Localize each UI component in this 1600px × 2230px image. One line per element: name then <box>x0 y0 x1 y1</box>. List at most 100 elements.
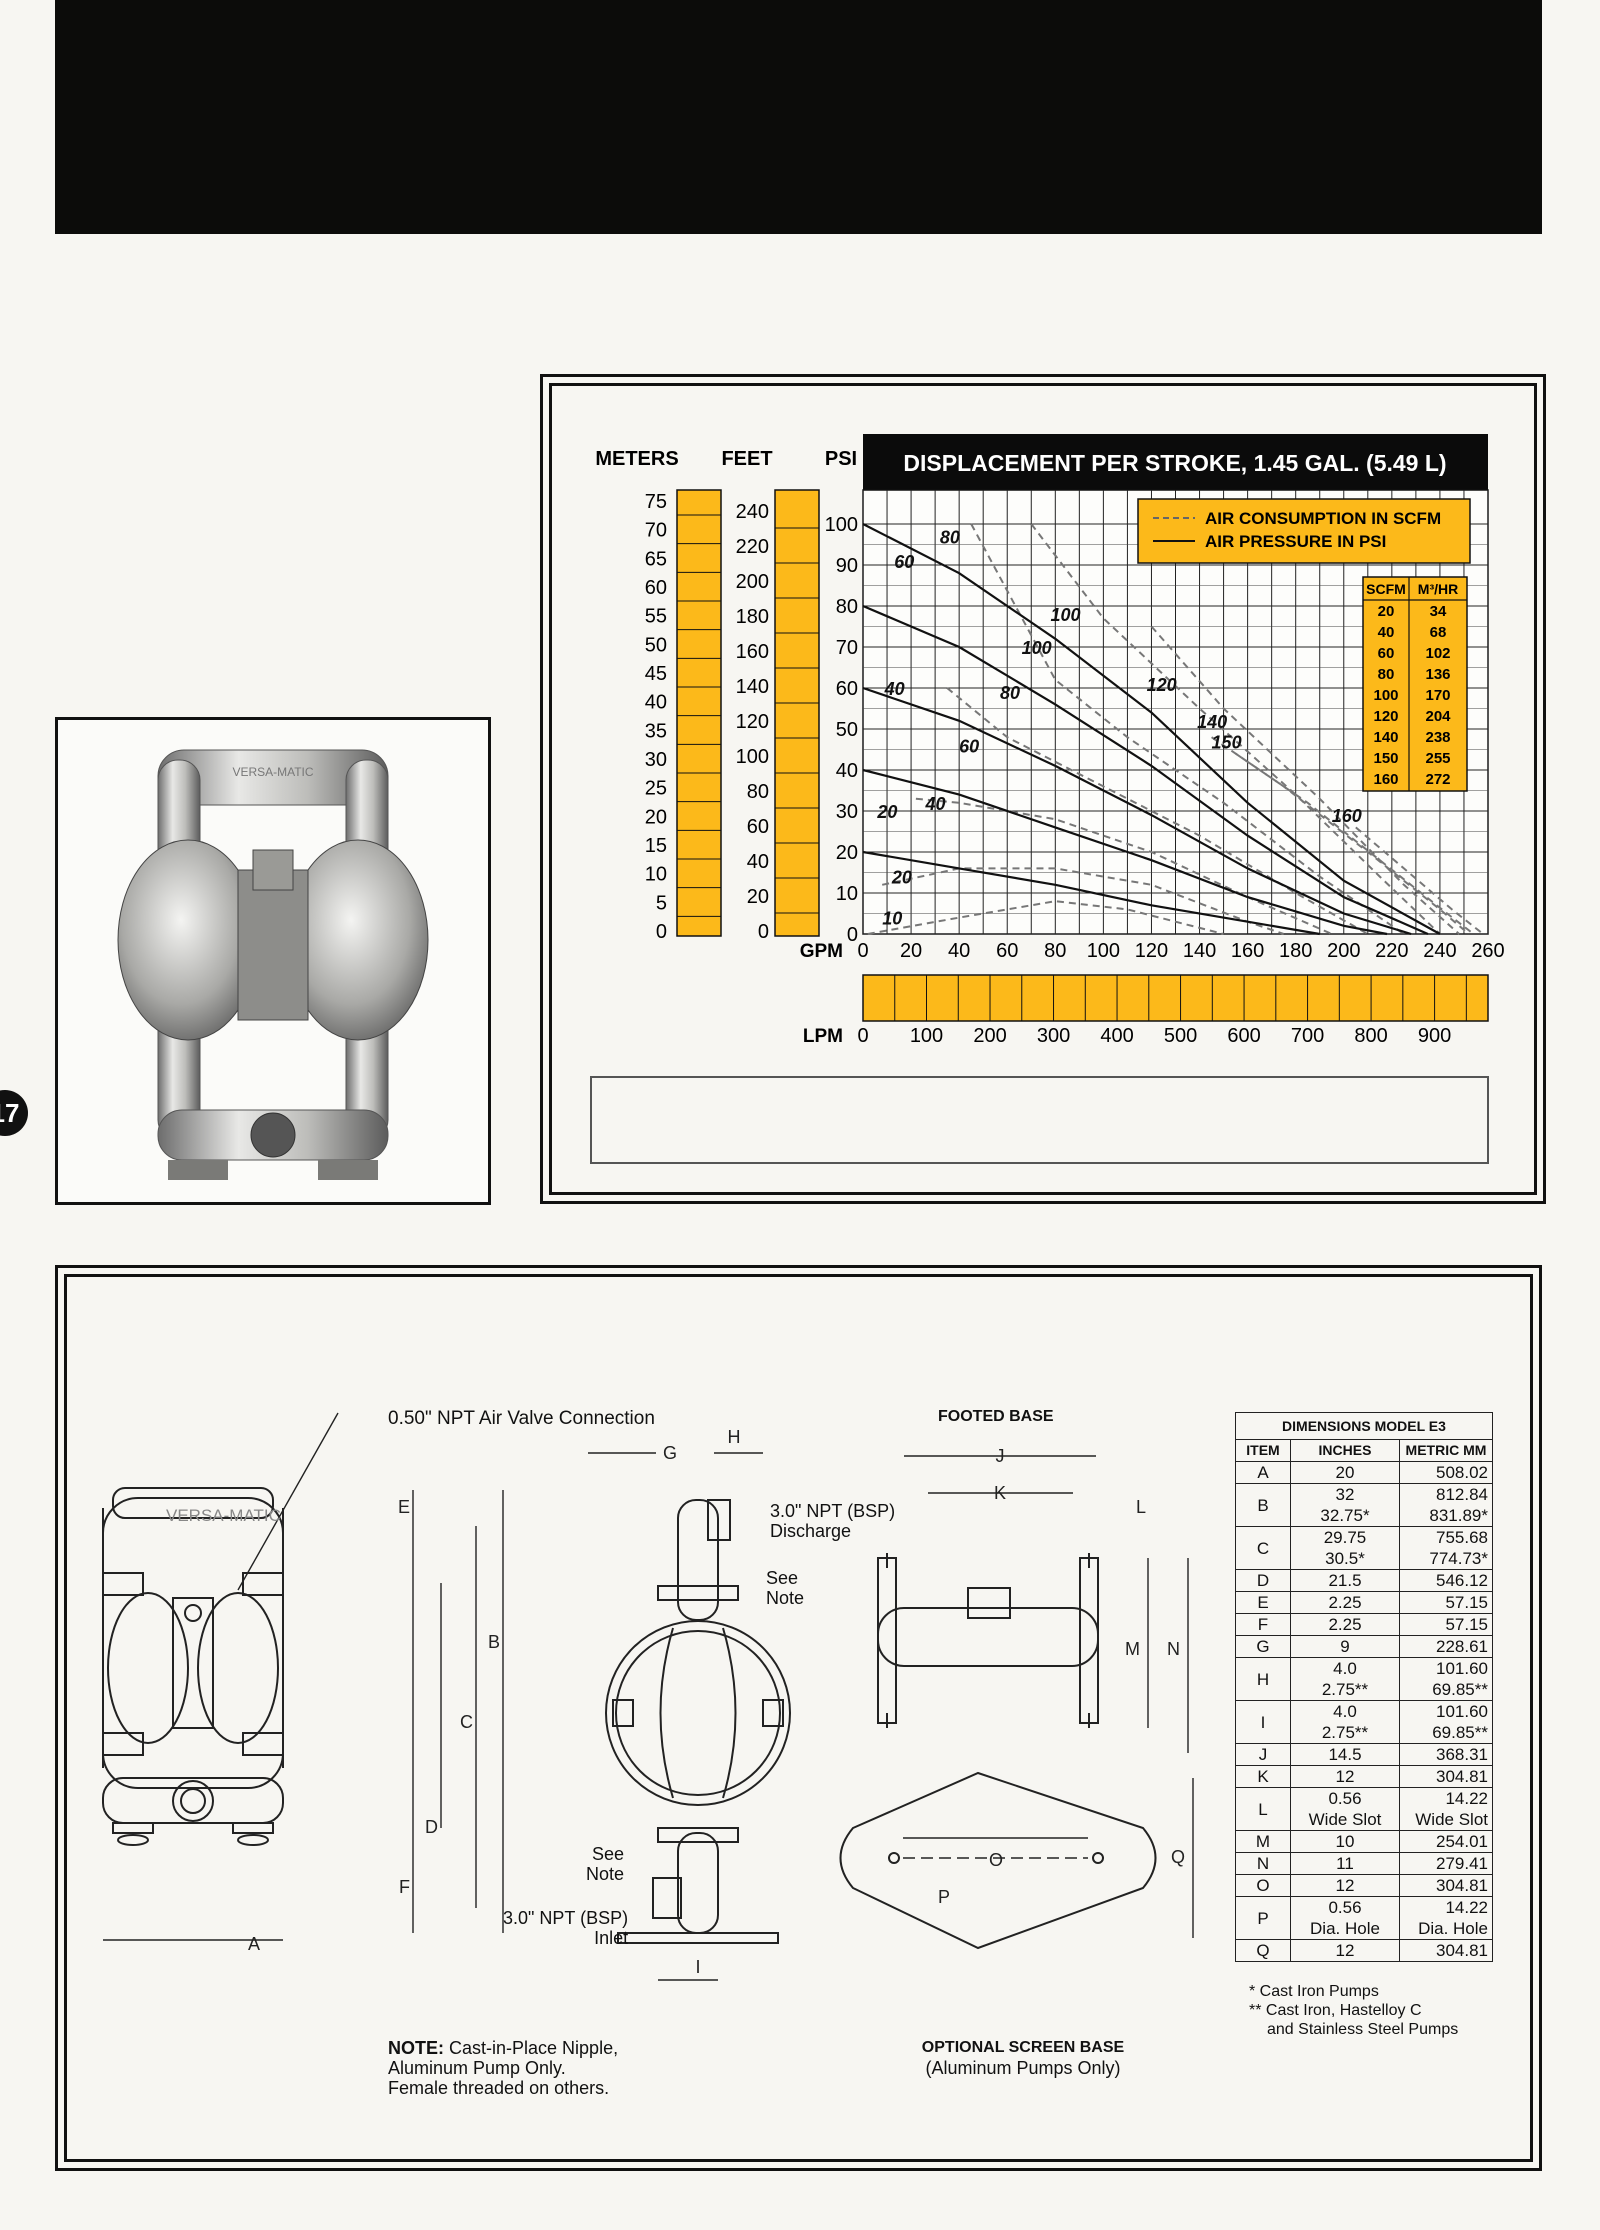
dimension-item: M <box>1235 1830 1291 1853</box>
lpm-tick-label: 400 <box>1100 1025 1133 1047</box>
psi-tick-label: 60 <box>836 678 858 700</box>
meters-tick-label: 35 <box>645 720 667 742</box>
gpm-tick-label: 160 <box>1231 940 1264 962</box>
dimension-item: D <box>1235 1569 1291 1592</box>
air-consumption-curve-150 <box>1235 752 1475 935</box>
lpm-tick-label: 800 <box>1354 1025 1387 1047</box>
conversion-table-cell: 150 <box>1373 750 1398 767</box>
curve-label: 20 <box>891 868 912 888</box>
table-footnotes: * Cast Iron Pumps ** Cast Iron, Hastello… <box>1235 1982 1493 2039</box>
footnote-cast-iron: * Cast Iron Pumps <box>1249 1983 1379 2000</box>
screen-base-drawing <box>839 1771 1157 1950</box>
front-view-drawing <box>102 1487 284 1846</box>
feet-axis-label: FEET <box>721 448 772 470</box>
curve-label: 80 <box>1000 683 1020 703</box>
dimension-inches: 12 <box>1290 1939 1400 1962</box>
psi-tick-label: 70 <box>836 637 858 659</box>
gpm-tick-label: 220 <box>1375 940 1408 962</box>
lpm-tick-label: 600 <box>1227 1025 1260 1047</box>
discharge-label: 3.0" NPT (BSP) Discharge <box>770 1501 896 1541</box>
dimension-inches: 32 32.75* <box>1290 1483 1400 1527</box>
meters-tick-label: 55 <box>645 606 667 628</box>
dimension-inches: 21.5 <box>1290 1569 1400 1592</box>
air-consumption-curve-10 <box>867 900 1224 935</box>
gpm-tick-label: 240 <box>1423 940 1456 962</box>
gpm-tick-label: 180 <box>1279 940 1312 962</box>
col-header-item: ITEM <box>1235 1439 1291 1462</box>
performance-chart: METERS FEET PSI DISPLACEMENT PER STROKE,… <box>590 434 1505 1164</box>
air-pressure-curve-80 <box>862 604 1429 936</box>
dimension-item: C <box>1235 1526 1291 1570</box>
dimension-inches: 4.0 2.75** <box>1290 1657 1400 1701</box>
air-consumption-curve-140 <box>1211 736 1470 935</box>
dimension-metric: 546.12 <box>1399 1569 1493 1592</box>
dimension-inches: 12 <box>1290 1874 1400 1897</box>
legend-air-consumption: AIR CONSUMPTION IN SCFM <box>1205 509 1441 528</box>
dimension-item: K <box>1235 1765 1291 1788</box>
dim-label-g: G <box>663 1443 677 1463</box>
dimension-metric: 101.60 69.85** <box>1399 1700 1493 1744</box>
dimension-metric: 14.22 Wide Slot <box>1399 1787 1493 1831</box>
meters-tick-label: 40 <box>645 692 667 714</box>
dim-label-p: P <box>938 1887 950 1907</box>
psi-tick-label: 90 <box>836 555 858 577</box>
lpm-tick-label: 700 <box>1291 1025 1324 1047</box>
dim-label-a: A <box>248 1934 260 1954</box>
footed-base-drawing <box>877 1553 1099 1728</box>
see-note-top-label: See Note <box>766 1568 805 1608</box>
conversion-table-header: SCFM <box>1366 581 1406 597</box>
dimension-inches: 11 <box>1290 1852 1400 1875</box>
meters-tick-label: 60 <box>645 577 667 599</box>
feet-tick-label: 40 <box>747 851 769 873</box>
dimension-inches: 29.75 30.5* <box>1290 1526 1400 1570</box>
dimension-item: A <box>1235 1461 1291 1484</box>
dimensions-table: DIMENSIONS MODEL E3 ITEM INCHES METRIC M… <box>1235 1412 1493 1962</box>
conversion-table-bg <box>1362 576 1468 792</box>
dimension-drawings: A B C D E F G H I J K L M N O P Q <box>102 1412 1194 1981</box>
feet-tick-label: 200 <box>736 571 769 593</box>
curve-label: 120 <box>1147 675 1177 695</box>
meters-tick-label: 5 <box>656 892 667 914</box>
chart-caption-box <box>590 1076 1489 1164</box>
dimension-metric: 304.81 <box>1399 1939 1493 1962</box>
conversion-table-cell: 272 <box>1425 771 1450 788</box>
meters-tick-label: 25 <box>645 778 667 800</box>
meters-tick-label: 10 <box>645 864 667 886</box>
air-consumption-curve-160 <box>1355 826 1484 935</box>
dim-label-j: J <box>996 1446 1005 1466</box>
air-consumption-curve-120 <box>1150 625 1460 935</box>
conversion-table-cell: 100 <box>1373 687 1398 704</box>
feet-tick-label: 0 <box>758 921 769 943</box>
psi-tick-label: 10 <box>836 883 858 905</box>
header-banner <box>55 0 1542 234</box>
dim-label-e: E <box>398 1497 410 1517</box>
gpm-tick-label: 260 <box>1471 940 1504 962</box>
feet-tick-label: 240 <box>736 501 769 523</box>
dimension-metric: 368.31 <box>1399 1743 1493 1766</box>
conversion-table-cell: 204 <box>1425 708 1451 725</box>
air-valve-label: 0.50" NPT Air Valve Connection <box>388 1408 655 1429</box>
lpm-scale-bar <box>862 974 1489 1022</box>
dimension-inches: 9 <box>1290 1635 1400 1658</box>
dimension-item: J <box>1235 1743 1291 1766</box>
dimension-metric: 101.60 69.85** <box>1399 1657 1493 1701</box>
gpm-tick-label: 60 <box>996 940 1018 962</box>
feet-tick-label: 180 <box>736 606 769 628</box>
dim-label-o: O <box>989 1850 1003 1870</box>
dimension-item: O <box>1235 1874 1291 1897</box>
lpm-tick-label: 300 <box>1037 1025 1070 1047</box>
dim-label-d: D <box>425 1817 438 1837</box>
curve-label: 40 <box>925 794 946 814</box>
dimension-inches: 14.5 <box>1290 1743 1400 1766</box>
conversion-table-cell: 20 <box>1378 603 1395 620</box>
dimension-metric: 812.84 831.89* <box>1399 1483 1493 1527</box>
dim-label-n: N <box>1167 1639 1180 1659</box>
